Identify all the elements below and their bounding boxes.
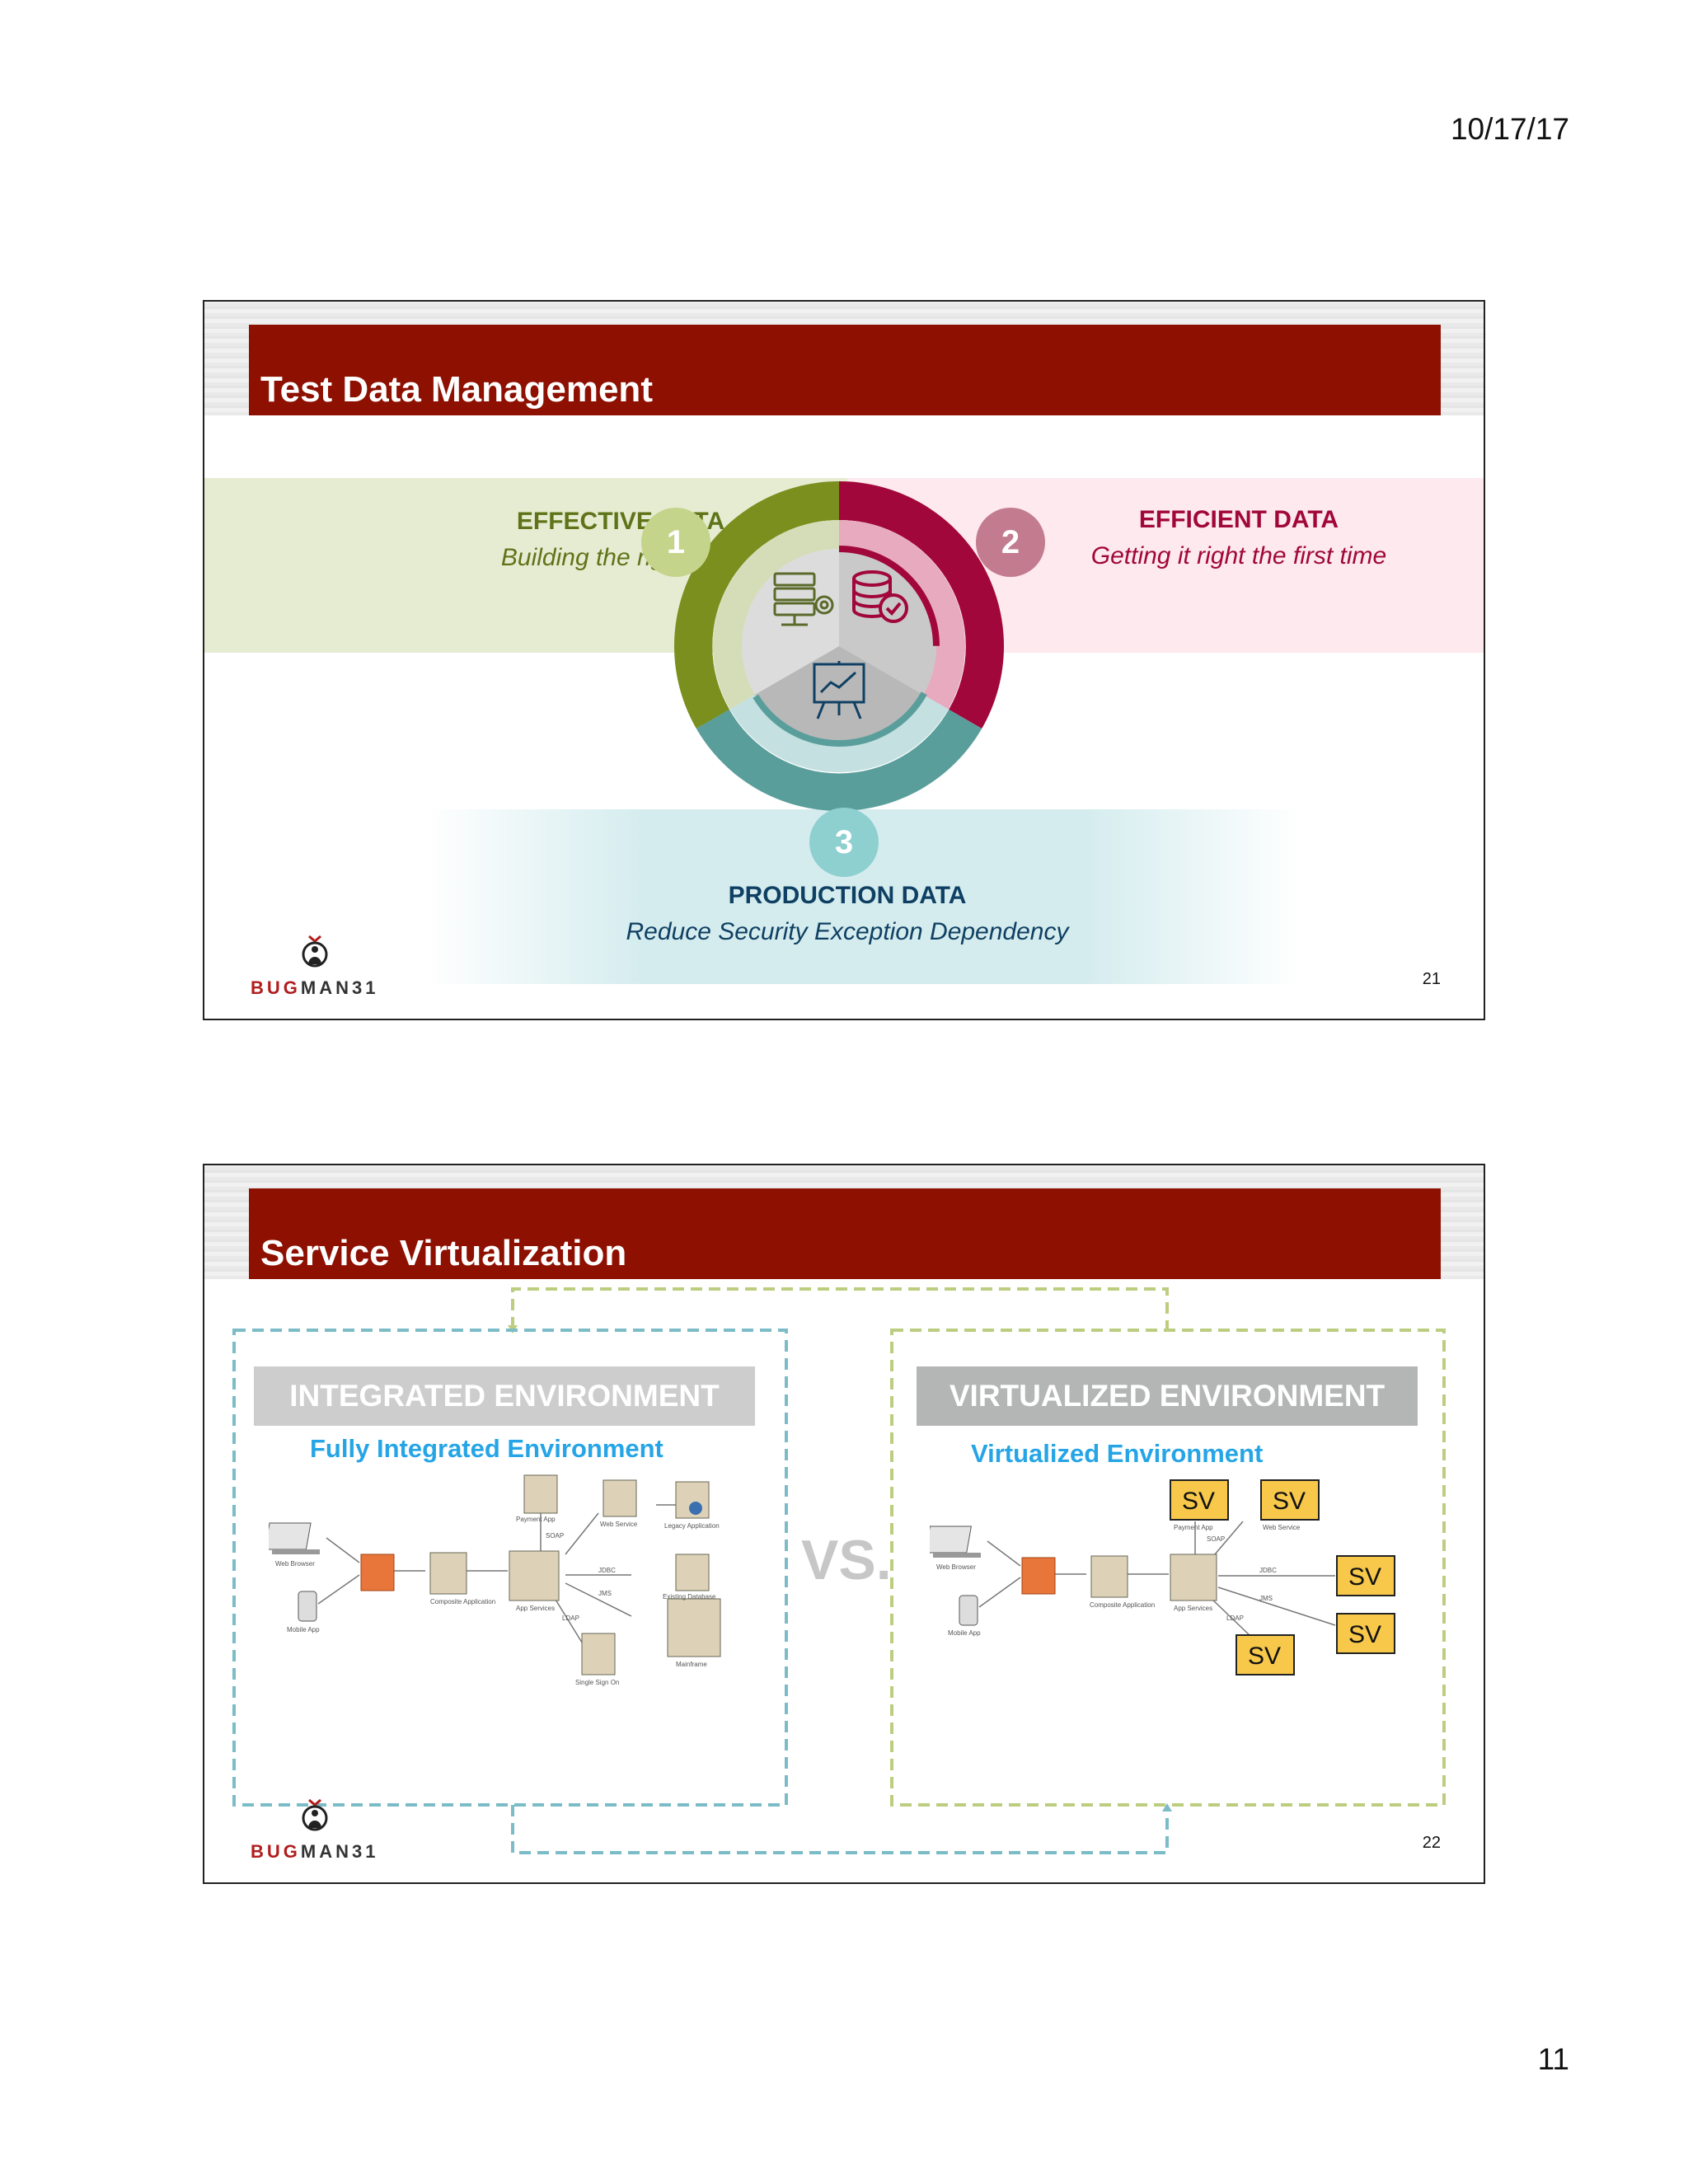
efficient-data-subtext: Getting it right the first time xyxy=(1090,542,1387,569)
slide-number: 22 xyxy=(1422,1834,1441,1852)
diagram-label: Web Service xyxy=(1263,1524,1301,1531)
diagram-label: Composite Application xyxy=(430,1598,495,1605)
diagram-label: SOAP xyxy=(546,1532,564,1540)
environment-frames xyxy=(232,1287,1446,1854)
server-icon xyxy=(429,1552,467,1595)
sv-box: SV xyxy=(1236,1634,1295,1675)
svg-text:SV: SV xyxy=(1348,1621,1381,1648)
title-bar: Service Virtualization xyxy=(249,1188,1441,1279)
bugman31-logo: BUGMAN31 xyxy=(251,933,382,999)
virtualized-diagram-title: Virtualized Environment xyxy=(971,1439,1264,1468)
svg-text:SV: SV xyxy=(1182,1488,1215,1515)
bug-icon xyxy=(302,935,328,968)
svg-text:SV: SV xyxy=(1273,1488,1306,1515)
diagram-label: Mobile App xyxy=(948,1629,981,1637)
diagram-label: Web Browser xyxy=(936,1563,976,1571)
ring-segment-red xyxy=(839,481,1004,729)
server-icon xyxy=(1170,1554,1217,1601)
integrated-frame xyxy=(232,1329,788,1807)
data-cycle-diagram xyxy=(674,481,1004,811)
diagram-label: Web Service xyxy=(600,1521,638,1528)
diagram-label: Web Browser xyxy=(275,1560,315,1568)
server-icon xyxy=(523,1474,558,1514)
title-bar: Test Data Management xyxy=(249,325,1441,415)
chart-presentation-icon xyxy=(813,661,865,719)
database-check-icon xyxy=(852,570,908,623)
firewall-icon xyxy=(360,1554,395,1591)
server-icon xyxy=(509,1550,560,1601)
inner-ring-green xyxy=(680,487,839,726)
laptop-icon xyxy=(930,1526,981,1558)
ring-segment-green xyxy=(674,481,839,729)
sv-box: SV xyxy=(1260,1479,1320,1521)
integrated-env-header: INTEGRATED ENVIRONMENT xyxy=(254,1366,755,1426)
slide-title: Test Data Management xyxy=(260,369,653,410)
badge-3: 3 xyxy=(809,808,879,877)
diagram-label: Existing Database xyxy=(663,1593,716,1601)
server-icon xyxy=(1090,1555,1128,1598)
diagram-label: App Services xyxy=(1174,1605,1212,1612)
slide-service-virtualization: Service Virtualization INTEGRATED ENVIRO… xyxy=(203,1164,1485,1884)
virtualized-env-header: VIRTUALIZED ENVIRONMENT xyxy=(917,1366,1418,1426)
diagram-label: Legacy Application xyxy=(664,1522,720,1530)
top-connector xyxy=(511,1287,1169,1329)
core-outline-red xyxy=(738,546,940,747)
slide-number: 21 xyxy=(1422,970,1441,988)
server-icon xyxy=(603,1479,637,1517)
diagram-label: JMS xyxy=(1259,1595,1273,1602)
slide-test-data-management: Test Data Management EFFECTIVE DATA Buil… xyxy=(203,300,1485,1020)
logo-text: BUGMAN31 xyxy=(251,977,379,998)
production-data-heading: PRODUCTION DATA xyxy=(728,882,967,909)
sv-box: SV xyxy=(1170,1479,1229,1521)
diagram-label: Mobile App xyxy=(287,1626,320,1633)
core-outline-teal xyxy=(738,546,940,747)
page-date: 10/17/17 xyxy=(1450,112,1569,146)
svg-text:SV: SV xyxy=(1248,1643,1281,1670)
vs-label: VS. xyxy=(801,1529,892,1591)
mainframe-icon xyxy=(667,1598,721,1657)
diagram-label: LDAP xyxy=(1226,1615,1244,1622)
svg-text:SV: SV xyxy=(1348,1563,1381,1591)
diagram-label: Single Sign On xyxy=(575,1679,619,1686)
diagram-label: Mainframe xyxy=(676,1661,707,1668)
database-icon xyxy=(675,1554,710,1591)
server-gear-icon xyxy=(773,572,834,626)
server-icon xyxy=(581,1633,616,1675)
diagram-label: Composite Application xyxy=(1090,1601,1155,1609)
diagram-label: Payment App xyxy=(1174,1524,1213,1531)
laptop-icon xyxy=(269,1522,320,1554)
logo-text: BUGMAN31 xyxy=(251,1841,379,1862)
diagram-label: Payment App xyxy=(516,1516,556,1523)
diagram-label: LDAP xyxy=(562,1615,579,1622)
production-data-subtext: Reduce Security Exception Dependency xyxy=(626,918,1069,945)
diagram-label: JDBC xyxy=(1259,1567,1277,1574)
sv-box: SV xyxy=(1336,1555,1395,1596)
ring-segment-teal xyxy=(696,709,982,811)
efficient-data-label: EFFICIENT DATA Getting it right the firs… xyxy=(1045,506,1432,570)
virtualized-architecture-diagram: SV SV SV SV SV Web Browser Mobile App Co… xyxy=(930,1479,1395,1675)
page-number: 11 xyxy=(1537,2042,1569,2076)
efficient-data-heading: EFFICIENT DATA xyxy=(1138,506,1339,533)
production-data-label: PRODUCTION DATA Reduce Security Exceptio… xyxy=(600,882,1095,946)
virtualized-frame xyxy=(890,1329,1446,1807)
integrated-architecture-diagram: Web Browser Mobile App Composite Applica… xyxy=(269,1474,721,1686)
diagram-label: JDBC xyxy=(598,1567,616,1574)
diagram-label: JMS xyxy=(598,1590,612,1597)
server-icon xyxy=(675,1481,710,1519)
bugman31-logo: BUGMAN31 xyxy=(251,1797,382,1863)
sv-box: SV xyxy=(1336,1613,1395,1654)
mobile-icon xyxy=(298,1591,317,1622)
bug-icon xyxy=(302,1798,328,1831)
slide-title: Service Virtualization xyxy=(260,1233,627,1273)
badge-1: 1 xyxy=(641,508,710,577)
diagram-label: SOAP xyxy=(1207,1535,1225,1543)
bottom-connector xyxy=(511,1805,1169,1854)
core-segment-teal xyxy=(754,646,924,744)
integrated-diagram-title: Fully Integrated Environment xyxy=(310,1434,663,1463)
diagram-label: App Services xyxy=(516,1605,555,1612)
firewall-icon xyxy=(1021,1557,1056,1595)
mobile-icon xyxy=(959,1595,978,1626)
badge-2: 2 xyxy=(976,508,1045,577)
